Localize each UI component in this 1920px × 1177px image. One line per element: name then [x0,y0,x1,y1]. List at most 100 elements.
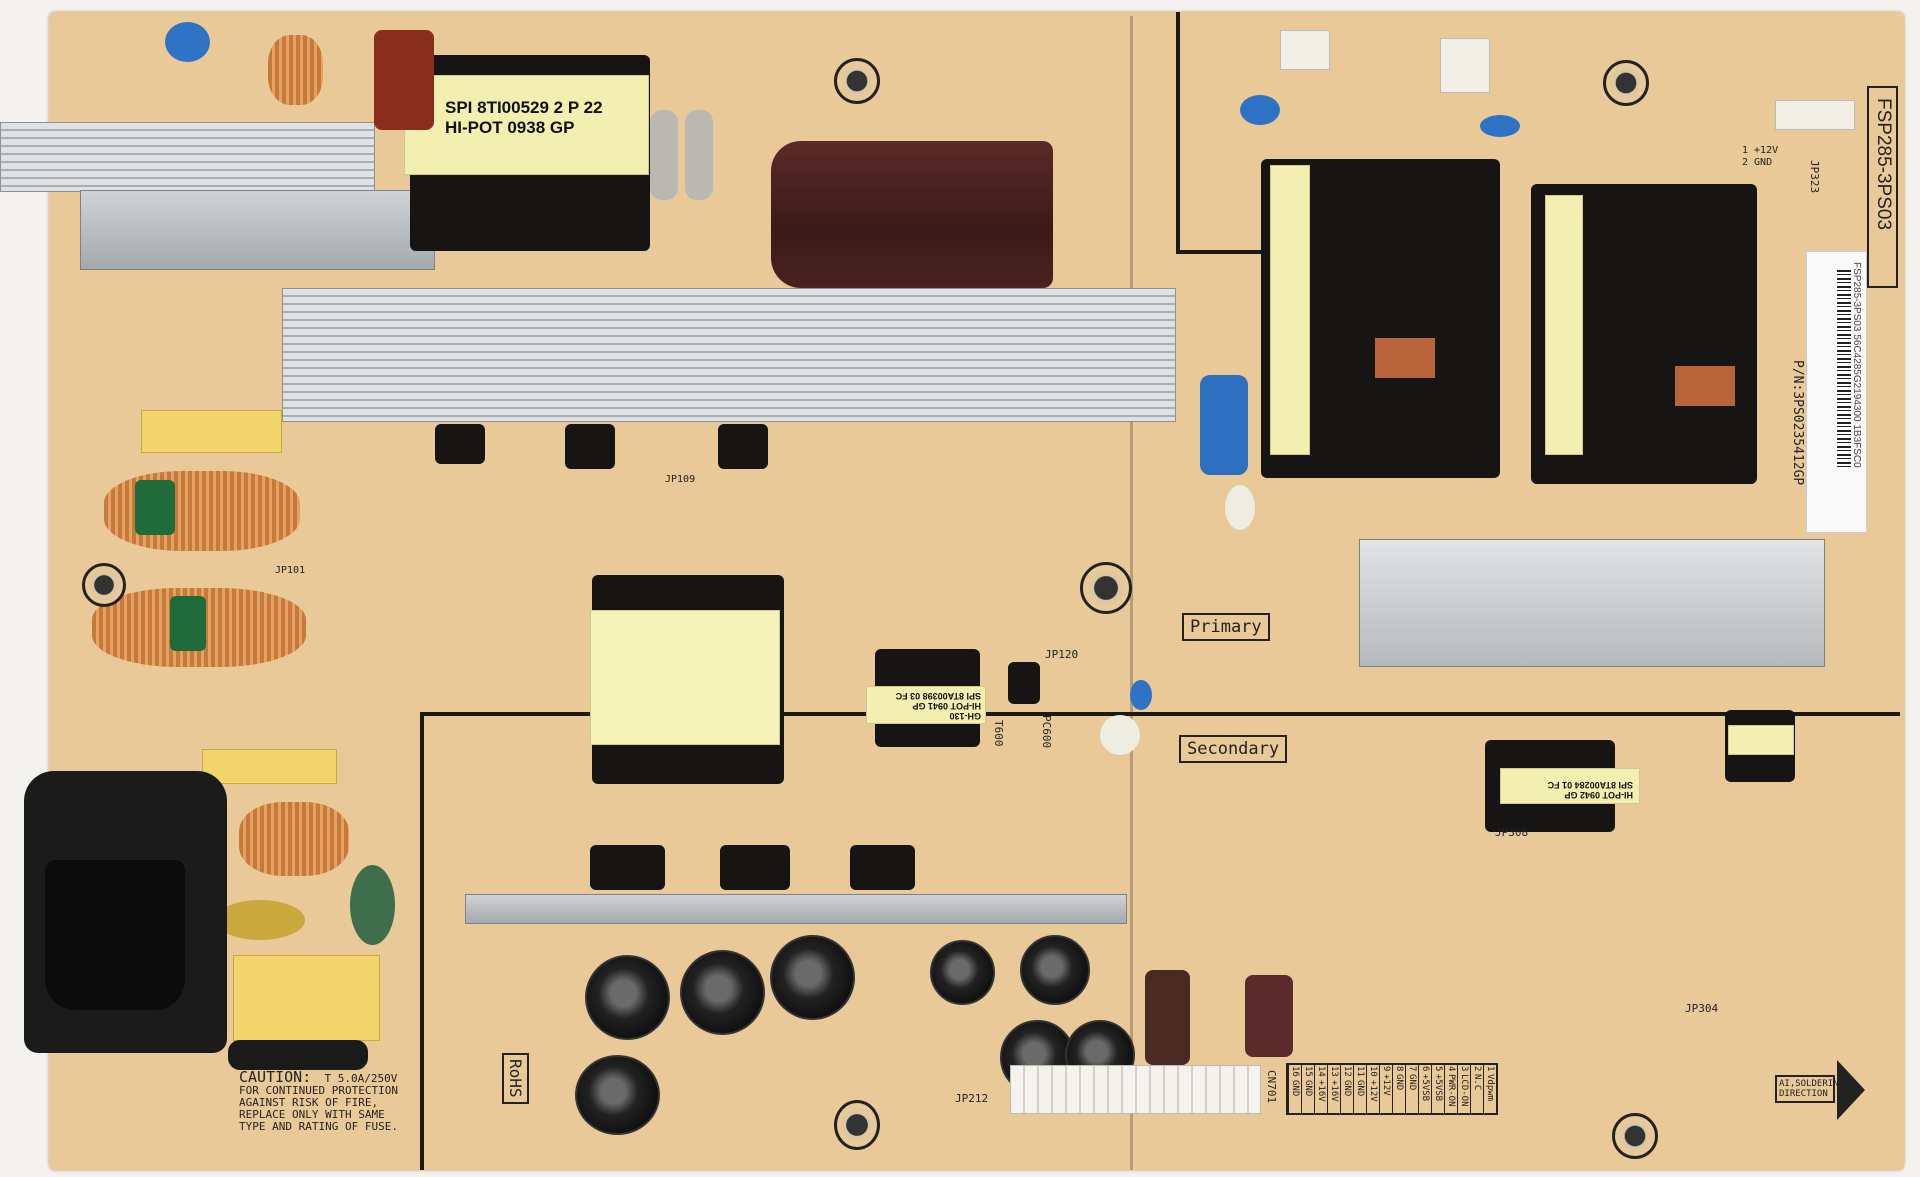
jumper-label: JP323 [1808,160,1821,194]
pin-number: 10 [1368,1066,1378,1077]
inductor-coil [268,35,323,105]
mounting-hole [834,58,880,104]
standby-transformer-label: GH-130 HI-POT 0941 GP SPI 8TA00398 03 FC [866,686,986,724]
electrolytic-capacitor [680,950,765,1035]
jumper-label: JP304 [1685,1002,1719,1015]
pin-number: 1 [1485,1066,1495,1072]
connector[interactable] [1280,30,1330,70]
barcode-text: FSP285-3PS03 56C4285G2194300 1B3FSC0 [1851,262,1862,468]
transformer-winding [1675,366,1735,406]
pin-signal: GND [1394,1074,1404,1091]
pin-table-cell: 10+12V [1366,1065,1379,1113]
label-line: GH-130 [949,711,981,721]
pin-number: 5 [1433,1066,1443,1072]
disc-capacitor [215,900,305,940]
small-transformer-label: HI-POT 0942 GP SPI 8TA00284 01 FC [1500,768,1640,804]
mounting-hole [1603,60,1649,106]
glue-blob [1100,715,1140,755]
mounting-hole [82,563,126,607]
caution-line: AGAINST RISK OF FIRE, [239,1096,379,1109]
glue-blob [1225,485,1255,530]
blue-ceramic-capacitor [1240,95,1280,125]
rohs-label: RoHS [502,1053,529,1104]
mosfet [565,424,615,469]
secondary-label: Secondary [1179,735,1288,763]
caution-line: FOR CONTINUED PROTECTION [239,1084,398,1097]
mounting-hole [1080,562,1132,614]
connector[interactable] [1775,100,1855,130]
mounting-hole [1612,1113,1658,1159]
optocoupler-ref: PC600 [1040,715,1053,749]
pin-number: 14 [1316,1066,1326,1077]
pin-signal: +5VSB [1433,1074,1443,1102]
jumper-label: JP109 [665,474,696,485]
pin-table-cell: 14 +16V [1314,1065,1327,1113]
pin-number: 2 [1472,1066,1482,1072]
label-line: SPI 8TI00529 2 P 22 [445,98,603,117]
y-capacitor [202,749,337,784]
pin-signal: +16V [1329,1079,1339,1102]
pin-signal: Vdpwm [1485,1074,1495,1102]
connector[interactable] [1440,38,1490,93]
output-connector[interactable] [1010,1065,1261,1114]
pin-number: 3 [1459,1066,1469,1072]
secondary-heatsink [1359,539,1825,667]
isolation-line [420,712,1900,716]
electrolytic-capacitor [930,940,995,1005]
rectifier-diode [590,845,665,890]
connector-pin-label: 1 +12V 2 GND [1742,145,1778,169]
resistor [685,110,713,200]
barcode [1837,270,1851,470]
electrolytic-capacitor [1145,970,1190,1065]
label-line: HI-POT 0941 GP [912,701,981,711]
primary-heatsink [282,288,1176,422]
choke-core [170,596,206,651]
pin-signal: GND [1407,1074,1417,1091]
transformer-tape [1728,725,1794,755]
mosfet [435,424,485,464]
ac-inlet-socket[interactable] [45,860,185,1010]
mounting-hole [834,1100,880,1150]
x-capacitor-red [374,30,434,130]
pin-signal: +5VSB [1420,1074,1430,1102]
pin-signal: GND [1355,1079,1365,1097]
x-capacitor [233,955,380,1041]
pin-table-cell: 13+16V [1327,1065,1340,1113]
label-line: SPI 8TA00284 01 FC [1547,780,1633,790]
caution-block: CAUTION: T 5.0A/250V FOR CONTINUED PROTE… [239,1070,398,1133]
primary-label: Primary [1182,613,1270,641]
electrolytic-capacitor [1245,975,1293,1057]
transformer-tape [590,610,780,745]
label-line: SPI 8TA00398 03 FC [895,691,981,701]
bulk-electrolytic-capacitor [771,141,1053,288]
isolation-line [420,712,424,1170]
mosfet [718,424,768,469]
pin-signal: GND [1342,1079,1352,1097]
connector-ref: CN701 [1265,1070,1278,1104]
transformer-tape [1270,165,1310,455]
electrolytic-capacitor [585,955,670,1040]
pin-signal: +16V [1316,1079,1326,1102]
main-transformer-label: SPI 8TI00529 2 P 22 HI-POT 0938 GP [404,75,649,175]
inductor-coil [239,802,349,876]
blue-film-capacitor [1200,375,1248,475]
pin-signal: N.C [1472,1074,1482,1091]
pin-number: 8 [1394,1066,1404,1072]
pin-signal: GND [1303,1079,1313,1097]
pin-signal: GND [1290,1079,1300,1097]
soldering-direction-label: AI,SOLDERING DIRECTION [1775,1075,1844,1103]
arrow-right-icon [1837,1060,1865,1120]
fuse-rating: T 5.0A/250V [324,1072,398,1085]
label-line: HI-POT 0938 GP [445,118,575,137]
optocoupler [1008,662,1040,704]
varistor [350,865,395,945]
isolation-line [1176,250,1266,254]
rectifier-diode [720,845,790,890]
left-heatsink [0,122,375,192]
